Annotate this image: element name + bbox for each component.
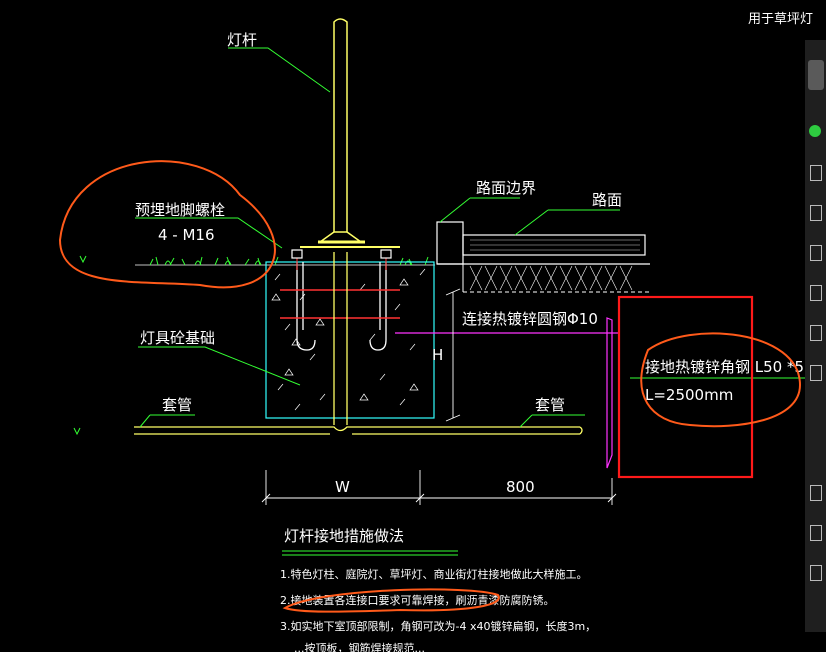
tool-icon[interactable] [810, 285, 822, 301]
angle-steel-label: 接地热镀锌角钢 L50 *50 *5 [645, 358, 826, 376]
distance-dimension-label: 800 [506, 478, 535, 496]
sleeve-right-label: 套管 [535, 396, 565, 414]
tool-icon[interactable] [810, 325, 822, 341]
note-item-2: 2.接地装置各连接口要求可靠焊接，刷沥青漆防腐防锈。 [280, 593, 555, 607]
tool-icon[interactable] [810, 365, 822, 381]
bolt-spec-label: 4 - M16 [158, 226, 215, 244]
road-section [436, 221, 650, 293]
markup-underline-note-2 [282, 588, 500, 613]
avatar[interactable] [808, 60, 824, 90]
round-steel-label: 连接热镀锌圆钢Φ10 [462, 310, 598, 328]
height-dimension-label: H [432, 346, 443, 364]
concrete-foundation [265, 249, 435, 425]
width-dimension-label: W [335, 478, 350, 496]
tool-icon[interactable] [810, 165, 822, 181]
lamp-pole [300, 18, 400, 248]
side-toolbar [805, 40, 826, 632]
angle-length-label: L=2500mm [645, 386, 733, 404]
note-item-4: ...按顶板，钢筋焊接规范... [294, 641, 425, 652]
sleeve-left-label: 套管 [162, 396, 192, 414]
markup-box-angle-steel [617, 295, 754, 479]
corner-title: 用于草坪灯 [748, 12, 813, 27]
markup-circle-anchor-bolt [58, 160, 276, 289]
road-surface-label: 路面 [592, 191, 622, 209]
tool-icon[interactable] [810, 565, 822, 581]
tool-icon[interactable] [810, 485, 822, 501]
leader-lines [135, 47, 808, 428]
foundation-label: 灯具砼基础 [140, 329, 215, 347]
sleeve-pipes [134, 426, 583, 435]
snap-markers [73, 255, 87, 436]
tool-icon[interactable] [810, 525, 822, 541]
construction-notes: 灯杆接地措施做法 1.特色灯柱、庭院灯、草坪灯、商业街灯柱接地做此大样施工。 2… [280, 527, 596, 652]
note-item-3: 3.如实地下室顶部限制，角钢可改为-4 x40镀锌扁钢，长度3m， [280, 619, 596, 633]
notes-title: 灯杆接地措施做法 [284, 527, 404, 545]
anchor-bolt-label: 预埋地脚螺栓 [135, 201, 225, 219]
pole-label: 灯杆 [227, 31, 257, 49]
tool-icon[interactable] [810, 205, 822, 221]
tool-icon[interactable] [810, 245, 822, 261]
note-item-1: 1.特色灯柱、庭院灯、草坪灯、商业街灯柱接地做此大样施工。 [280, 567, 588, 581]
status-icon [809, 125, 821, 137]
ground-wire [395, 317, 618, 469]
road-edge-label: 路面边界 [476, 179, 536, 197]
markup-circle-angle-steel [640, 332, 802, 428]
markup-annotations [58, 160, 802, 613]
dimension-lines [261, 288, 617, 505]
